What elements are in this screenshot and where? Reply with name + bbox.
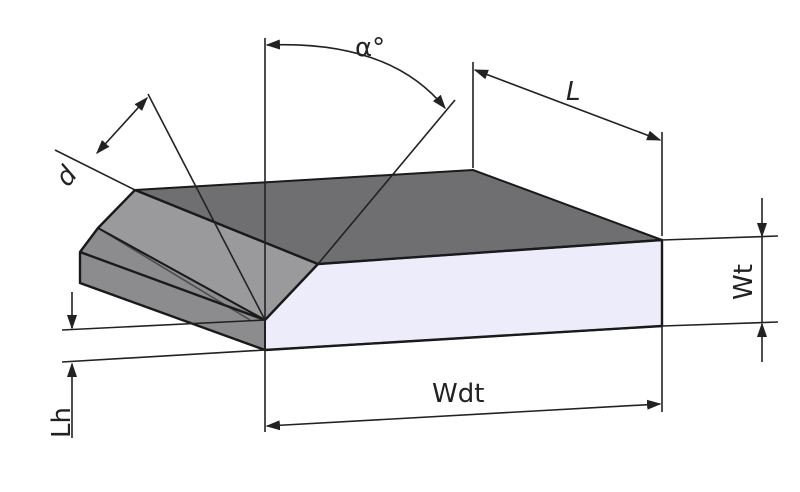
width-label: Wdt <box>432 379 484 409</box>
length-dimension <box>473 69 662 141</box>
construction-lines <box>54 38 779 432</box>
dimension-arrows <box>66 39 768 438</box>
angle-label: α° <box>355 33 385 63</box>
angle-arc <box>265 39 446 110</box>
length-label: L <box>566 77 581 107</box>
bevel-depth-dimension <box>96 96 148 155</box>
plate-solid <box>78 168 664 352</box>
bevel-depth-label: d <box>50 160 84 192</box>
land-height-label: Lh <box>47 407 77 438</box>
dimension-labels: α° L d Wt Wdt Lh <box>47 33 759 438</box>
width-dimension <box>265 399 662 431</box>
thickness-label: Wt <box>729 264 759 300</box>
